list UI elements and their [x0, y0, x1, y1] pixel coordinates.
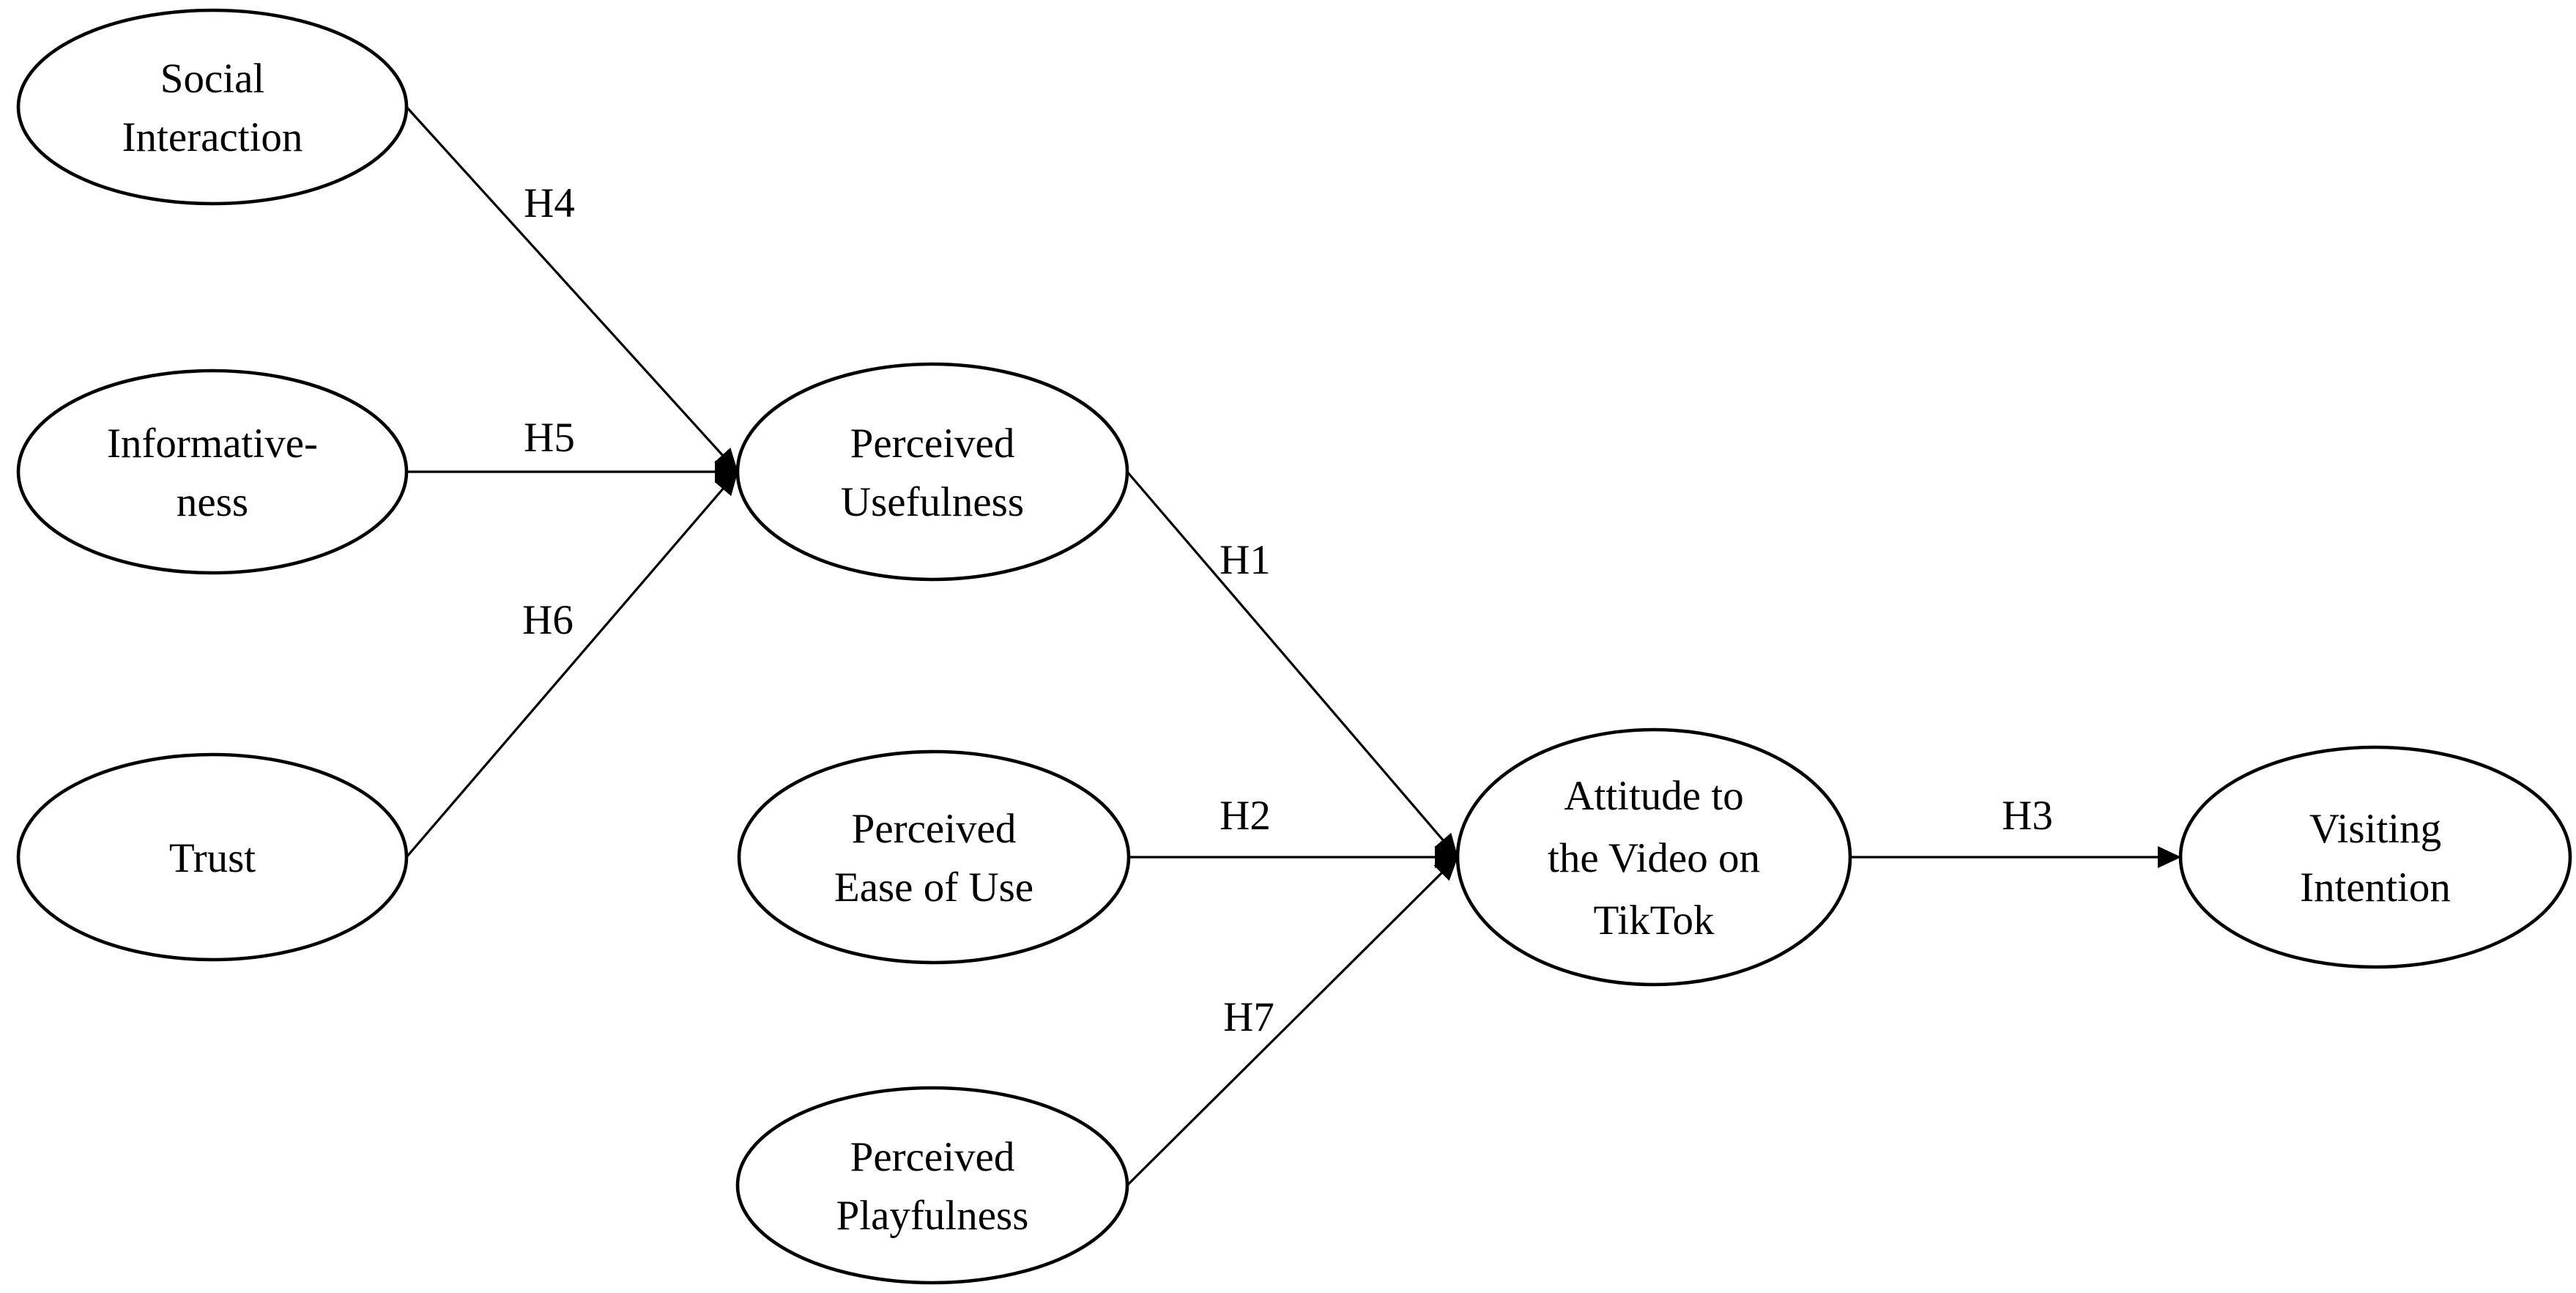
edge-label-h4: H4: [524, 180, 575, 226]
node-shape-visiting-intention: [2178, 745, 2572, 969]
edge-label-h5: H5: [524, 415, 575, 461]
node-label-perceived-playfulness-line-1: Perceived: [850, 1134, 1015, 1180]
node-label-attitude-to-the-video-on-tiktok-line-2: the Video on: [1548, 835, 1760, 881]
node-label-trust-line-1: Trust: [169, 835, 256, 881]
edge-h4: H4: [405, 105, 739, 473]
edge-label-h2: H2: [1220, 793, 1271, 839]
node-label-informativeness-line-2: ness: [177, 479, 248, 525]
node-label-attitude-to-the-video-on-tiktok-line-3: TikTok: [1594, 897, 1715, 944]
node-label-perceived-playfulness-line-2: Playfulness: [836, 1193, 1029, 1239]
node-label-perceived-usefulness-line-1: Perceived: [850, 420, 1015, 467]
edge-label-h7: H7: [1223, 994, 1274, 1040]
edge-h3: H3: [1850, 793, 2181, 868]
edge-label-h1: H1: [1220, 537, 1271, 583]
node-label-perceived-ease-of-use-line-1: Perceived: [852, 806, 1017, 852]
edge-h7: H7: [1126, 856, 1459, 1187]
node-shape-social-interaction: [16, 8, 409, 206]
node-label-visiting-intention-line-2: Intention: [2300, 864, 2451, 911]
edge-h2: H2: [1129, 793, 1458, 868]
nodes-layer: SocialInteractionInformative-nessTrustPe…: [16, 8, 2572, 1285]
edge-arrow-h6: [405, 470, 739, 859]
node-label-attitude-to-the-video-on-tiktok-line-1: Attitude to: [1564, 773, 1743, 819]
node-informativeness: Informative-ness: [16, 368, 409, 575]
edge-h1: H1: [1126, 470, 1459, 859]
edge-arrow-h7: [1126, 856, 1459, 1187]
node-shape-perceived-ease-of-use: [737, 749, 1131, 965]
node-shape-perceived-playfulness: [735, 1086, 1129, 1285]
node-label-visiting-intention-line-1: Visiting: [2309, 806, 2441, 852]
node-label-social-interaction-line-2: Interaction: [122, 114, 303, 160]
node-label-perceived-usefulness-line-2: Usefulness: [841, 479, 1024, 525]
edge-h5: H5: [407, 415, 738, 483]
edge-h6: H6: [405, 470, 739, 859]
node-shape-perceived-usefulness: [735, 362, 1129, 582]
node-label-social-interaction-line-1: Social: [160, 56, 264, 102]
node-shape-informativeness: [16, 368, 409, 575]
node-label-informativeness-line-1: Informative-: [107, 420, 318, 467]
node-shape-attitude-to-the-video-on-tiktok: [1455, 727, 1852, 987]
node-shape-trust: [16, 752, 409, 962]
node-label-perceived-ease-of-use-line-2: Ease of Use: [834, 864, 1033, 911]
edge-arrow-h4: [405, 105, 739, 473]
edge-label-h3: H3: [2002, 793, 2053, 839]
node-attitude-to-the-video-on-tiktok: Attitude to the Video on TikTok: [1455, 727, 1852, 987]
node-trust: Trust: [16, 752, 409, 962]
edge-arrow-h1: [1126, 470, 1459, 859]
edge-label-h6: H6: [522, 597, 574, 643]
